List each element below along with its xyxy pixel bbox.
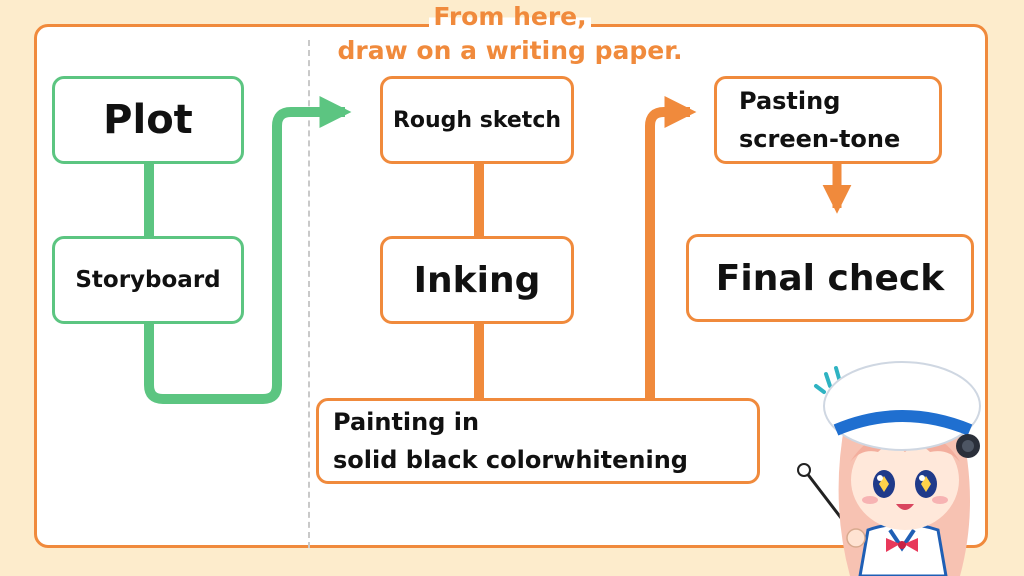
node-storyboard: Storyboard — [52, 236, 244, 324]
node-rough-sketch: Rough sketch — [380, 76, 574, 164]
beret-icon — [823, 361, 981, 458]
node-painting: Painting in solid black colorwhitening — [316, 398, 760, 484]
bow-icon — [886, 538, 918, 552]
caption-line-2: draw on a writing paper. — [333, 34, 687, 68]
writing-paper-divider — [308, 40, 310, 548]
connector-storyboard-rough-sketch — [144, 95, 352, 404]
connector-painting-pasting — [645, 95, 697, 400]
caption-line-1: From here, — [429, 0, 591, 34]
mascot-illustration — [797, 361, 981, 576]
node-plot-label: Plot — [103, 97, 193, 143]
node-final-check-label: Final check — [715, 257, 945, 299]
writing-paper-caption: From here, draw on a writing paper. — [300, 0, 720, 68]
node-inking: Inking — [380, 236, 574, 324]
node-final-check: Final check — [686, 234, 974, 322]
node-plot: Plot — [52, 76, 244, 164]
node-pasting: Pasting screen-tone — [714, 76, 942, 164]
node-painting-label: Painting in solid black colorwhitening — [333, 408, 688, 474]
node-storyboard-label: Storyboard — [75, 267, 221, 293]
eyes-icon — [873, 470, 937, 498]
node-rough-sketch-label: Rough sketch — [392, 107, 562, 133]
node-inking-label: Inking — [413, 259, 541, 301]
node-pasting-label: Pasting screen-tone — [739, 87, 901, 153]
